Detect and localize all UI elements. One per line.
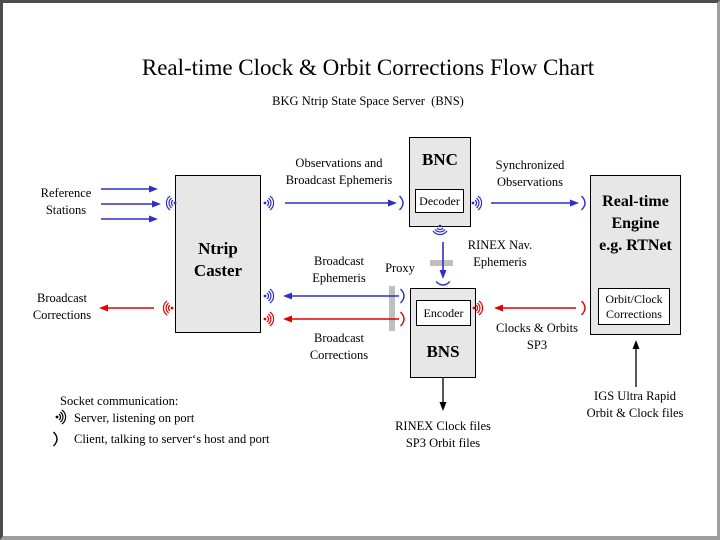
label-observations-ephemeris: Observations and Broadcast Ephemeris [286,155,393,189]
legend-heading: Socket communication: [60,394,179,408]
label-rinex-output-files: RINEX Clock files SP3 Orbit files [395,418,491,452]
socket-server-icon-bnc-right [471,195,483,211]
broadcast-corrections-left-line2: Corrections [32,308,92,322]
arrow-broadcast-ephemeris-to-caster [283,292,399,300]
arrow-igs-files-to-engine [632,340,640,387]
orbit-clock-line2: Corrections [605,306,662,321]
node-bns: Encoder BNS [410,288,476,378]
bnc-decoder-module: Decoder [415,189,464,213]
clocks-orbits-line1: Clocks & Orbits [496,321,578,335]
socket-client-icon-legend [52,431,58,447]
arrow-broadcast-corrections-out [99,304,154,312]
bns-title: BNS [426,342,460,361]
broadcast-ephemeris-line1: Broadcast [314,254,364,268]
broadcast-corrections-left-line1: Broadcast [37,291,87,305]
observations-ephemeris-line2: Broadcast Ephemeris [285,173,393,187]
igs-line2: Orbit & Clock files [586,406,684,420]
legend-server-item: Server, listening on port [74,411,195,425]
legend-client-item: Client, talking to server‘s host and por… [74,432,270,446]
igs-line1: IGS Ultra Rapid [594,389,676,403]
label-broadcast-ephemeris: Broadcast Ephemeris [312,253,365,287]
node-bnc: BNC Decoder [409,137,471,227]
page-subtitle: BKG Ntrip State Space Server (BNS) [272,94,464,108]
synchronized-observations-line2: Observations [497,175,563,189]
orbit-clock-line1: Orbit/Clock [605,291,663,306]
broadcast-corrections-mid-line1: Broadcast [314,331,364,345]
clocks-orbits-line2: SP3 [526,338,548,352]
synchronized-observations-line1: Synchronized [495,158,565,172]
label-clocks-orbits-sp3: Clocks & Orbits SP3 [496,320,578,354]
label-broadcast-corrections-left: Broadcast Corrections [33,290,91,324]
ntrip-caster-label-line2: Caster [193,261,243,280]
label-reference-stations: Reference Stations [41,185,92,219]
broadcast-ephemeris-line2: Ephemeris [312,271,366,285]
proxy-bar-vertical [389,286,395,331]
arrow-synchronized-obs-to-engine [491,199,579,207]
socket-server-icon-caster-right-blue [263,288,275,304]
arrow-broadcast-corrections-to-caster [283,315,399,323]
arrow-reference-station-3 [101,215,158,223]
socket-client-icon-bns-top [435,280,451,286]
rt-engine-label-line2: Engine [611,215,660,232]
socket-client-icon-bns-left-blue [399,288,405,304]
arrow-observations-to-bnc [285,199,397,207]
arrow-bns-to-rinex-files [439,378,447,411]
encoder-label: Encoder [423,305,464,320]
orbit-clock-corrections-label: Orbit/Clock Corrections [605,292,662,322]
proxy-bar-horizontal [430,260,453,266]
decoder-label: Decoder [419,193,460,208]
reference-stations-line2: Stations [45,203,87,217]
rt-engine-orbit-clock-module: Orbit/Clock Corrections [598,288,670,325]
socket-client-icon-bns-left-red [399,311,405,327]
rt-engine-label-line3: e.g. RTNet [599,237,672,254]
ntrip-caster-label-line1: Ntrip [198,239,238,258]
socket-client-icon-engine-left-blue [580,195,586,211]
bnc-title: BNC [422,150,458,169]
rinex-nav-line2: Ephemeris [473,255,527,269]
observations-ephemeris-line1: Observations and [295,156,383,170]
label-synchronized-observations: Synchronized Observations [496,157,565,191]
broadcast-corrections-mid-line2: Corrections [309,348,369,362]
node-rt-engine: Real-time Engine e.g. RTNet Orbit/Clock … [590,175,681,335]
rinex-nav-line1: RINEX Nav. [467,238,533,252]
page-title: Real-time Clock & Orbit Corrections Flow… [141,55,595,80]
socket-server-icon-caster-right-top [263,195,275,211]
arrow-reference-station-2 [101,200,161,208]
label-proxy: Proxy [385,261,415,275]
socket-client-icon-bnc-left [398,195,404,211]
label-broadcast-corrections-mid: Broadcast Corrections [310,330,368,364]
label-igs-ultra-rapid: IGS Ultra Rapid Orbit & Clock files [587,388,684,422]
arrow-clocks-orbits-to-bns [494,304,576,312]
bns-encoder-module: Encoder [416,300,471,326]
reference-stations-line1: Reference [40,186,92,200]
rinex-files-line2: SP3 Orbit files [405,436,481,450]
socket-client-icon-engine-left-red [580,300,586,316]
arrow-reference-station-1 [101,185,158,193]
rinex-files-line1: RINEX Clock files [395,419,491,433]
socket-server-icon-caster-left-red [162,300,174,316]
arrow-bnc-to-bns-vertical [439,242,447,279]
socket-server-icon-legend [55,409,67,425]
label-rinex-nav-ephemeris: RINEX Nav. Ephemeris [468,237,532,271]
socket-server-icon-caster-right-red [263,311,275,327]
rt-engine-label-line1: Real-time [602,193,669,210]
node-ntrip-caster: Ntrip Caster [175,175,261,333]
